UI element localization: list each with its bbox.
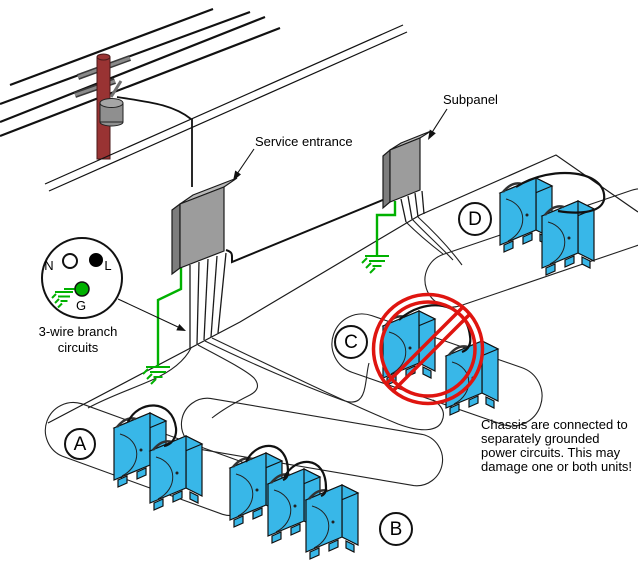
chassis-group-b [228,452,360,560]
chassis-led-icon [255,488,259,492]
wall-floor-junction [47,154,638,424]
receptacle-ground-icon [51,288,75,309]
group-letter-a: A [74,434,87,455]
transformer-icon [99,80,124,127]
chassis-group-d [498,177,596,276]
scsi-cable-a [126,404,178,448]
subpanel-label: Subpanel [443,92,498,107]
chassis-led-icon [331,520,335,524]
neutral-label: N [44,258,53,273]
subpanel-feed-wire [225,196,391,264]
computer-chassis [498,177,554,253]
ground-wire-service [156,266,183,366]
group-letter-d: D [468,209,482,230]
group-label-b: B [379,512,413,546]
computer-chassis [444,340,500,416]
group-letter-c: C [344,332,358,353]
ground-wire-subpanel [375,201,397,255]
computer-chassis [148,435,204,511]
subpanel-arrow [428,108,448,140]
chassis-led-icon [293,504,297,508]
group-label-d: D [458,202,492,236]
receptacle-diagram [41,237,123,319]
ground-symbol-service-icon [142,366,170,385]
ground-label: G [76,298,86,313]
branch-circuit-bundle [189,252,227,348]
group-label-c: C [334,325,368,359]
scsi-cable-d [515,171,606,214]
warning-text: Chassis are connected to separately grou… [481,417,632,474]
line-slot-icon [89,253,103,267]
scsi-cables-b [244,444,328,498]
building-roofline [44,24,408,192]
power-lines [0,7,281,138]
chassis-led-icon [408,346,412,350]
three-wire-label-line1: 3-wire branch [39,324,118,339]
three-wire-label-line2: circuits [58,340,99,355]
chassis-led-icon [567,236,571,240]
ground-slot-icon [74,281,90,297]
branch-circuit-runs [87,337,444,431]
service-entrance-arrow [233,148,255,181]
subpanel-wire-bundle [400,190,425,223]
prohibition-icon [371,292,485,406]
circuit-loop-b [180,397,444,487]
subpanel-circuit-runs [405,216,463,266]
line-label: L [104,258,111,273]
service-drop-wire [116,96,193,187]
warning-line-4: damage one or both units! [481,459,632,474]
subpanel-panel [382,130,432,210]
service-entrance-panel [171,177,238,276]
neutral-slot-icon [62,253,78,269]
scsi-cable-c [398,304,472,354]
warning-line-2: separately grounded [481,431,600,446]
warning-line-1: Chassis are connected to [481,417,628,432]
chassis-led-icon [139,448,143,452]
receptacle-leader-arrow [117,298,186,331]
chassis-led-icon [175,471,179,475]
chassis-led-icon [525,213,529,217]
warning-line-3: power circuits. This may [481,445,621,460]
ground-symbol-subpanel-icon [361,255,389,274]
group-label-a: A [64,428,96,460]
service-entrance-label: Service entrance [255,134,353,149]
circuit-loop-c [331,313,543,427]
computer-chassis [304,484,360,560]
group-letter-b: B [390,519,403,540]
chassis-group-a [112,412,204,511]
circuit-loop-d [424,188,638,308]
